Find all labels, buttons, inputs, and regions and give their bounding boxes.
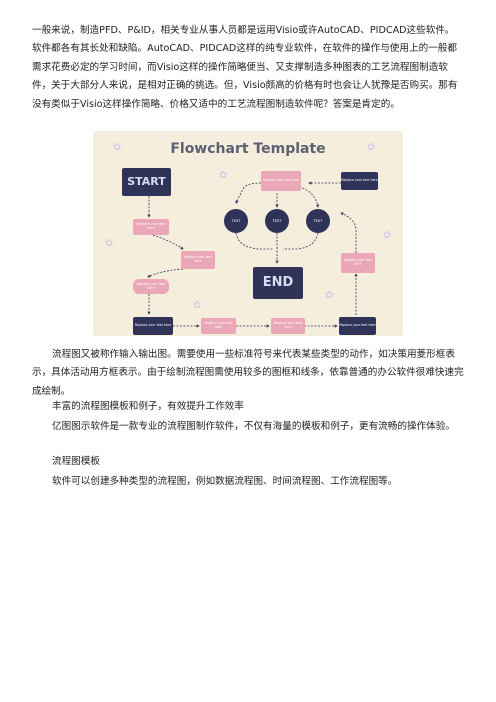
process-box-right: Replace your text here <box>341 253 375 273</box>
flower-decoration: ✿ <box>113 142 122 153</box>
flower-decoration: ✿ <box>219 170 228 181</box>
section-heading-flowchart-templates: 流程图模板 <box>52 456 100 467</box>
flowchart-description: 流程图又被称作输入输出图。需要使用一些标准符号来代表某些类型的动作，如决策用菱形… <box>32 349 464 397</box>
text-circle-1: TEXT <box>224 209 248 233</box>
software-description: 亿图图示软件是一款专业的流程图制作软件，不仅有海量的模板和例子，更有流畅的操作体… <box>52 421 455 432</box>
flowchart-template-image: Flowchart Template START END Replace you… <box>93 131 403 336</box>
process-box-bottom-4: Replace your text here <box>339 317 376 335</box>
process-box-top-right: Replace your text here <box>341 172 378 190</box>
section-heading-templates-examples: 丰富的流程图模板和例子，有效提升工作效率 <box>52 401 244 412</box>
end-node: END <box>253 267 303 299</box>
process-box-left-1: Replace your text here <box>133 219 169 235</box>
start-node: START <box>122 168 171 196</box>
process-box-top: Replace your text here <box>261 171 301 191</box>
text-circle-2: TEXT <box>265 209 289 233</box>
text-circle-3: TEXT <box>306 209 330 233</box>
flower-decoration: ✿ <box>367 142 376 153</box>
figure-title: Flowchart Template <box>170 141 326 157</box>
intro-paragraph: 一般来说，制造PFD、P&ID，相关专业从事人员都是运用Visio或许AutoC… <box>32 25 458 110</box>
connector-lines <box>147 181 358 328</box>
process-box-bottom-1: Replace your text here <box>133 317 173 335</box>
process-box-bottom-2: Replace your text here <box>201 318 236 334</box>
templates-description: 软件可以创建多种类型的流程图，例如数据流程图、时间流程图、工作流程图等。 <box>52 476 398 487</box>
flower-decoration: ✿ <box>383 230 392 241</box>
flower-decoration: ✿ <box>325 290 334 301</box>
process-box-left-2: Replace your text here <box>181 251 215 269</box>
flower-decoration: ✿ <box>105 238 114 249</box>
flower-decoration: ✿ <box>193 300 202 311</box>
process-box-bottom-3: Replace your text here <box>271 318 305 334</box>
process-box-left-3: Replace your text here <box>133 279 169 294</box>
